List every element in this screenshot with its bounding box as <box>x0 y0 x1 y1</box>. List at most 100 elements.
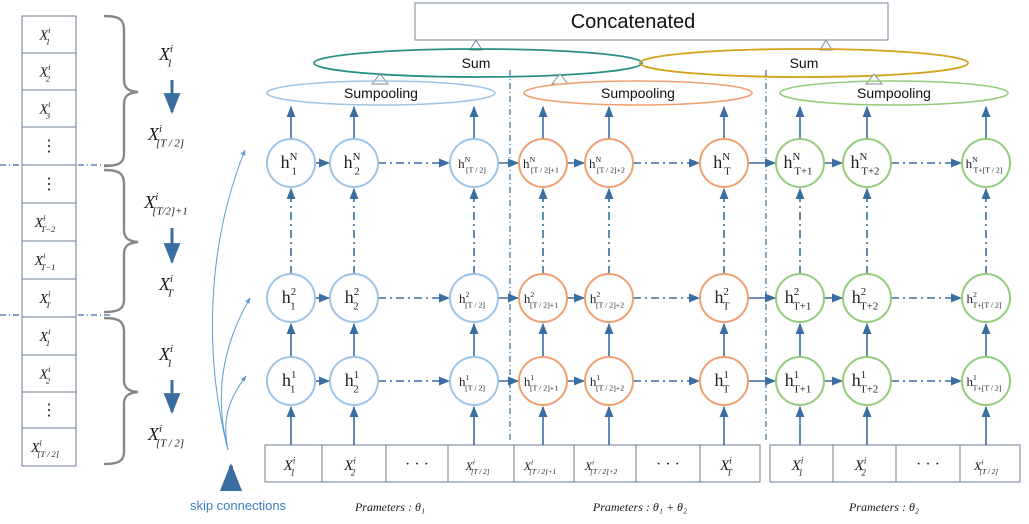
label-sup: 2 <box>291 286 296 298</box>
hidden-state-node <box>584 138 634 188</box>
brace-1 <box>103 14 139 168</box>
hidden-state-node <box>518 273 568 323</box>
label-sup: 1 <box>291 369 296 381</box>
label-base: X <box>39 66 49 81</box>
sequence-cell <box>21 391 77 429</box>
label-sub: T <box>723 383 730 395</box>
hidden-state-label: h2[T / 2]+2 <box>590 290 624 309</box>
hidden-state-node <box>842 138 892 188</box>
label-sub: T+1 <box>793 383 811 395</box>
label-sub: [T / 2] <box>465 301 485 310</box>
label-sup: 2 <box>466 290 470 299</box>
label-base: X <box>158 274 171 294</box>
params-label-1: Prameters : θ₁ <box>354 500 425 514</box>
label-base: h <box>785 287 794 307</box>
concatenated-box <box>414 2 889 41</box>
hidden-state-node <box>699 356 749 406</box>
brace-label-top: Xi[T/2]+1 <box>143 191 188 217</box>
label-sup: i <box>864 455 867 465</box>
sum-right-label: Sum <box>790 55 819 71</box>
label-sub: [T / 2]+1 <box>529 468 556 476</box>
hidden-state-label: hN[T / 2] <box>458 155 486 174</box>
label-base: h <box>282 287 291 307</box>
label-base: X <box>39 29 49 44</box>
label-sub: [T / 2]+1 <box>530 384 558 393</box>
input-token-label: Xi[T / 2]+1 <box>523 459 556 477</box>
sequence-cell <box>21 202 77 242</box>
label-sub: T <box>723 300 730 312</box>
label-sub: 1 <box>798 467 803 477</box>
hidden-state-node <box>961 356 1011 406</box>
label-sub: T−2 <box>41 225 56 234</box>
label-sup: i <box>159 423 162 435</box>
hidden-state-label: h1[T / 2]+2 <box>590 373 624 392</box>
hidden-state-node <box>518 138 568 188</box>
sequence-cell <box>21 354 77 393</box>
label-sup: N <box>596 155 602 164</box>
sequence-cell <box>21 164 77 204</box>
label-sup: i <box>48 63 51 72</box>
label-sub: T+2 <box>861 165 879 177</box>
label-sub: 2 <box>354 165 359 177</box>
input-row-box <box>264 444 516 483</box>
label-sup: i <box>353 455 356 465</box>
hidden-state-node <box>449 356 499 406</box>
sequence-cell <box>21 278 77 318</box>
label-sup: N <box>972 155 978 164</box>
hidden-state-label: h1[T / 2]+1 <box>524 373 558 392</box>
label-sup: 1 <box>354 369 359 381</box>
label-base: X <box>973 459 982 473</box>
label-sup: i <box>48 328 51 337</box>
label-sup: i <box>801 455 804 465</box>
label-base: h <box>852 370 861 390</box>
sum-left-ellipse <box>313 48 643 78</box>
label-sub: [T / 2] <box>156 137 184 149</box>
input-token-label: Xi[T / 2] <box>464 459 489 477</box>
label-sub: 1 <box>46 37 50 46</box>
label-sup: 2 <box>973 290 977 299</box>
hidden-state-node <box>329 273 379 323</box>
label-sub: T <box>727 467 733 477</box>
label-sub: 1 <box>167 357 172 369</box>
label-base: h <box>851 152 860 172</box>
label-base: X <box>791 458 802 474</box>
label-sub: [T / 2] <box>156 437 184 449</box>
label-base: h <box>966 374 973 389</box>
label-base: X <box>147 424 160 444</box>
label-base: X <box>39 103 49 118</box>
label-sup: i <box>155 191 158 203</box>
skip-curve-2 <box>220 297 251 451</box>
input-row-box <box>513 444 761 483</box>
label-sup: i <box>531 459 533 467</box>
label-base: X <box>39 330 49 345</box>
brace-3 <box>103 316 139 466</box>
sum-left-connector <box>370 73 390 85</box>
label-sup: 2 <box>354 286 359 298</box>
sumpooling-ellipse-2 <box>523 80 753 106</box>
label-base: X <box>158 344 171 364</box>
hidden-state-node <box>329 356 379 406</box>
label-sup: 1 <box>861 369 866 381</box>
label-base: h <box>785 370 794 390</box>
hidden-state-node <box>266 356 316 406</box>
label-sup: i <box>293 455 296 465</box>
hidden-state-node <box>842 356 892 406</box>
label-sup: i <box>40 439 43 448</box>
sumpooling-label-3: Sumpooling <box>857 85 931 101</box>
hidden-state-node <box>266 273 316 323</box>
